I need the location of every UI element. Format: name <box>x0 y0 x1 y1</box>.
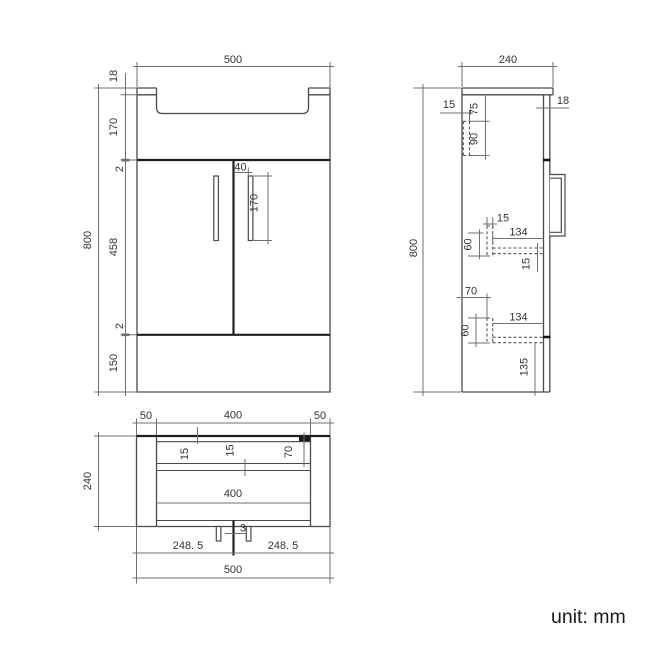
dim-side-clearance: 135 <box>519 358 531 376</box>
dim-side-rail-thickness: 15 <box>443 99 455 111</box>
dim-front-door: 458 <box>108 238 120 256</box>
left-foot <box>215 525 222 542</box>
side-dim-lines <box>413 62 569 396</box>
dim-side-bottom-offset: 70 <box>465 286 477 298</box>
front-dim-lines <box>94 62 334 396</box>
dim-front-basin: 170 <box>108 118 120 136</box>
side-outline <box>461 87 554 393</box>
bottom-inner-lines <box>156 441 311 522</box>
dim-side-rail-offset: 75 <box>469 103 481 115</box>
left-door-handle <box>213 175 220 242</box>
front-view: 500 800 18 170 2 458 2 150 40 170 <box>82 54 334 396</box>
dim-bottom-left-span: 248. 5 <box>173 540 204 552</box>
dim-bottom-depth: 240 <box>82 472 94 490</box>
dim-front-plinth: 150 <box>108 354 120 372</box>
dim-side-door-thickness: 18 <box>557 95 569 107</box>
dim-handle-offset: 40 <box>234 162 246 174</box>
dim-side-depth: 240 <box>499 54 517 66</box>
bottom-dim-lines <box>94 418 334 584</box>
dim-bottom-inner-width-top: 400 <box>224 410 242 422</box>
dim-front-height: 800 <box>82 231 94 249</box>
unit-label: unit: mm <box>551 606 626 628</box>
dim-bottom-foot-gap: 3 <box>240 523 246 535</box>
dim-bottom-back-thickness: 15 <box>179 448 191 460</box>
dim-bottom-inner-width: 400 <box>224 488 242 500</box>
right-door-handle <box>247 175 254 242</box>
side-door-handle <box>549 173 566 237</box>
dim-front-gap-bottom: 2 <box>114 323 126 329</box>
dim-side-bottom-height: 60 <box>460 324 472 336</box>
front-door-gaps <box>137 158 330 336</box>
dim-front-width: 500 <box>224 54 242 66</box>
dim-side-mid-length: 134 <box>509 227 527 239</box>
dim-side-rail-height: 90 <box>469 133 481 145</box>
dim-side-mid-height: 60 <box>463 238 475 250</box>
dim-side-bottom-length: 134 <box>509 312 527 324</box>
side-view: 240 800 18 15 75 90 15 134 60 15 70 134 … <box>408 54 569 396</box>
side-door-gap-marks <box>543 158 551 339</box>
dim-side-mid-thickness: 15 <box>497 213 509 225</box>
front-outline <box>136 87 331 393</box>
dim-bottom-rail-thickness: 15 <box>225 444 237 456</box>
dim-side-shelf-thickness: 15 <box>521 258 533 270</box>
dim-bottom-total-width: 500 <box>224 564 242 576</box>
dim-bottom-overhang-left: 50 <box>140 410 152 422</box>
dim-bottom-overhang-right: 50 <box>314 410 326 422</box>
bottom-view: 50 400 50 240 15 15 70 400 3 248. 5 248.… <box>82 410 334 584</box>
dim-bottom-corner-offset: 70 <box>283 446 295 458</box>
dim-handle-length: 170 <box>249 194 261 212</box>
dim-side-height: 800 <box>408 239 420 257</box>
dim-front-counter: 18 <box>108 70 120 82</box>
dim-bottom-right-span: 248. 5 <box>268 540 299 552</box>
side-hidden-rails <box>462 120 544 344</box>
dim-front-gap-top: 2 <box>114 166 126 172</box>
right-foot <box>245 525 252 542</box>
